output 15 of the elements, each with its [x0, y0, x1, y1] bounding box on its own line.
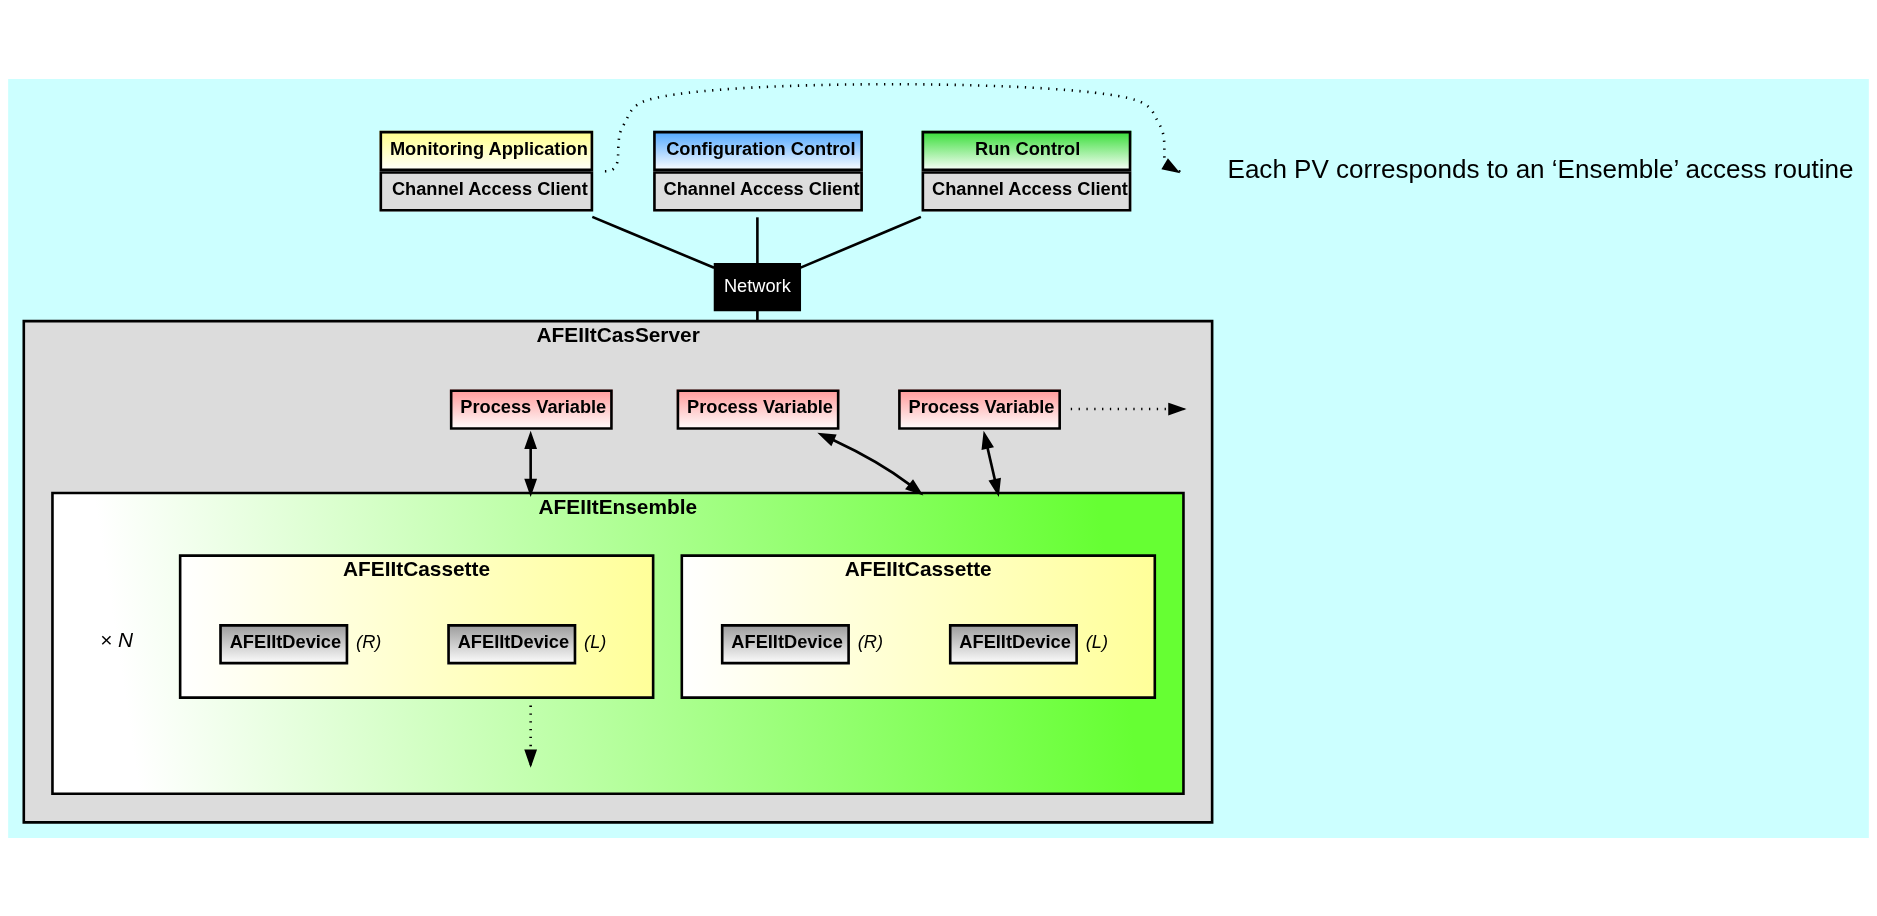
label: × N [100, 627, 134, 651]
connector [591, 215, 715, 269]
arrow [604, 82, 1181, 173]
node-box: Network [713, 262, 802, 311]
node-label: (R) [356, 630, 382, 652]
connector [756, 216, 759, 263]
label: Each PV corresponds to an ‘Ensemble’ access routine [1227, 153, 1854, 184]
node-label: (R) [857, 630, 884, 652]
node-label: (L) [1085, 630, 1109, 652]
arrow [981, 430, 1001, 497]
node-label: (L) [584, 630, 607, 652]
connector [800, 215, 922, 269]
connector [756, 310, 759, 321]
arrow [524, 430, 538, 497]
arrow [817, 432, 924, 496]
